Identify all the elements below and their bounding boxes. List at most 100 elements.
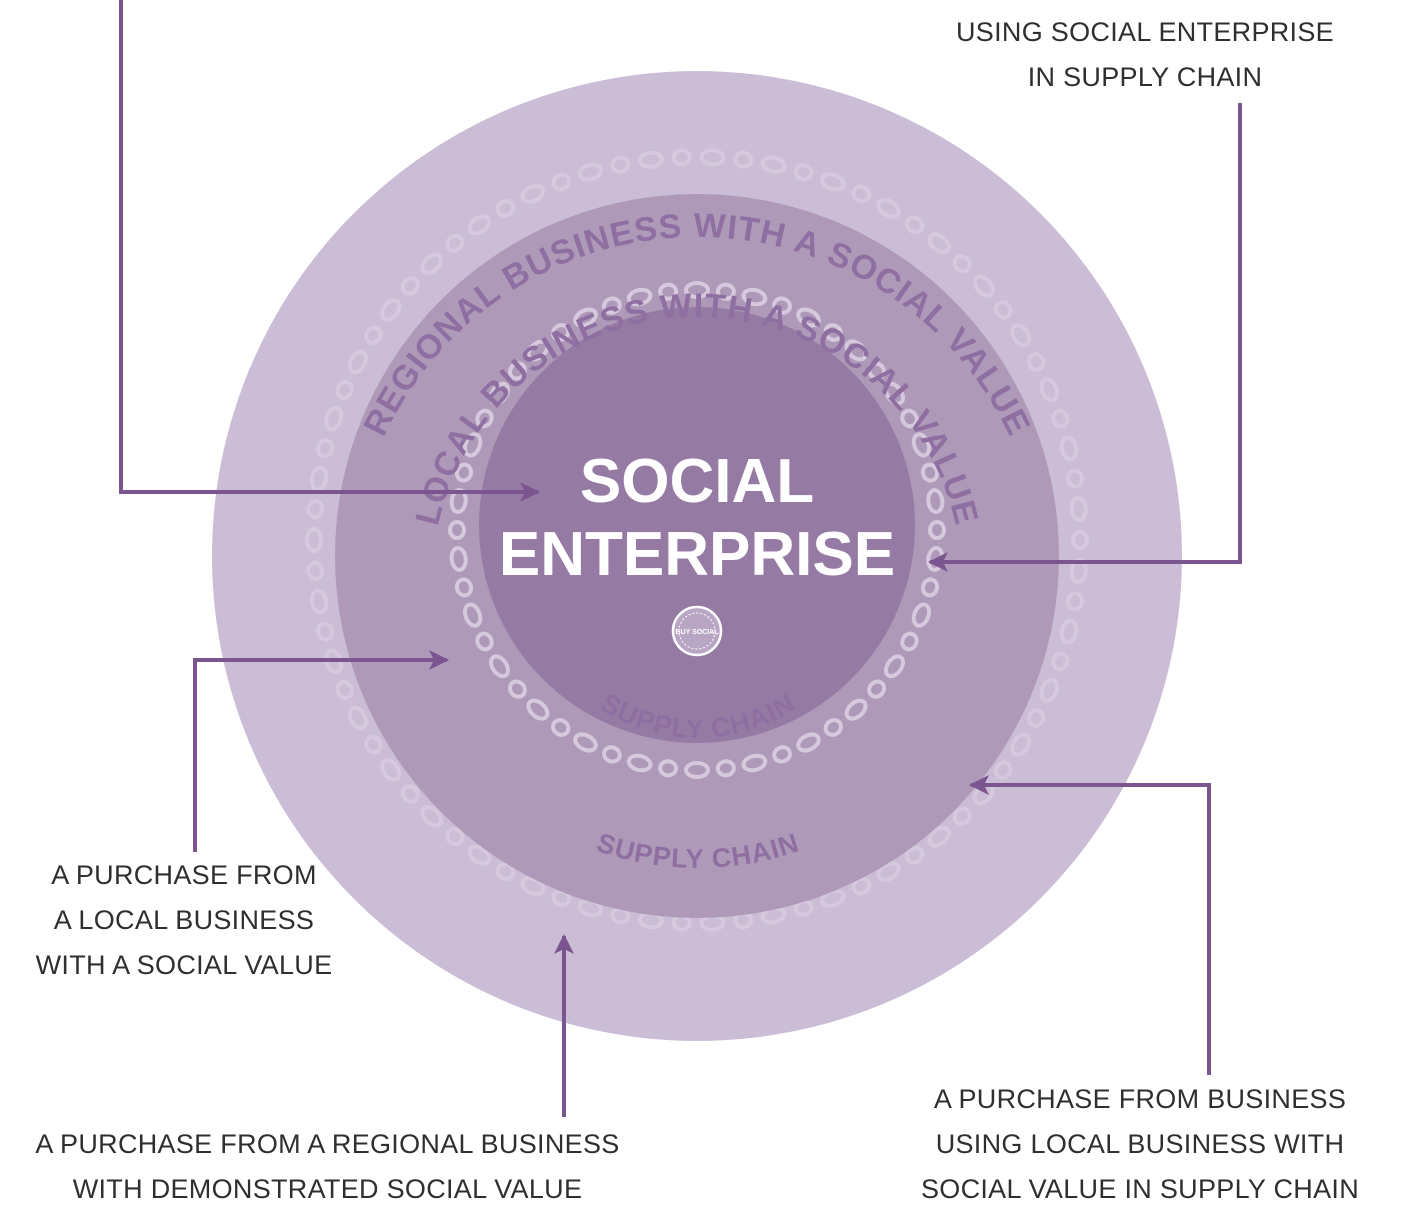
chain-link <box>760 155 787 174</box>
chain-link <box>1069 557 1088 584</box>
caption-line: WITH A SOCIAL VALUE <box>35 950 333 980</box>
chain-link <box>851 184 872 204</box>
chain-link <box>475 408 494 429</box>
chain-link <box>602 296 622 315</box>
chain-link <box>993 300 1013 320</box>
arrow-top-left <box>119 0 540 502</box>
chain-link <box>884 381 905 406</box>
center-title-line2: ENTERPRISE <box>499 520 895 589</box>
chain-link <box>972 274 995 298</box>
chain-link <box>1026 708 1046 728</box>
chain-link <box>876 198 901 219</box>
chain-link <box>1065 591 1085 612</box>
chain-link <box>637 150 664 169</box>
chain-link <box>380 298 402 322</box>
chain-link <box>741 287 768 307</box>
arrow-top-right <box>928 103 1242 572</box>
chain-link <box>1010 732 1032 757</box>
caption-top-right: USING SOCIAL ENTERPRISE IN SUPPLY CHAIN <box>940 10 1350 100</box>
chain-link <box>1051 408 1070 429</box>
caption-line: WITH DEMONSTRATED SOCIAL VALUE <box>72 1174 583 1204</box>
caption-left: A PURCHASE FROM A LOCAL BUSINESS WITH A … <box>14 853 354 988</box>
chain-link <box>928 520 946 540</box>
chain-link <box>420 252 444 275</box>
chain-link <box>684 761 710 779</box>
chain-link <box>347 705 368 731</box>
chain-link <box>306 499 325 520</box>
chain-link <box>526 339 550 362</box>
chain-link <box>602 745 622 764</box>
chain-link <box>1039 377 1060 403</box>
chain-link <box>927 232 951 255</box>
chain-link <box>309 465 329 492</box>
chain-link <box>507 361 527 381</box>
chain-link <box>867 679 887 699</box>
chain-link <box>489 654 510 679</box>
chain-link <box>573 307 598 328</box>
chain-link <box>793 163 814 182</box>
chain-link <box>400 276 420 296</box>
chain-link <box>844 698 868 721</box>
chain-link <box>796 307 821 328</box>
chain-link <box>364 325 383 346</box>
chain-link <box>993 760 1013 780</box>
chain-link <box>495 862 516 881</box>
caption-line: USING LOCAL BUSINESS WITH <box>935 1129 1345 1159</box>
chain-link <box>335 680 354 700</box>
chain-link <box>1010 323 1032 348</box>
chain-link <box>454 462 474 483</box>
chain-link <box>920 462 940 483</box>
chain-link <box>920 577 940 598</box>
chain-link <box>316 438 335 459</box>
chain-link <box>309 588 329 615</box>
chain-link <box>904 845 925 865</box>
chain-link <box>577 162 604 182</box>
chain-link <box>454 577 474 598</box>
chain-link <box>1039 677 1060 703</box>
chain-link <box>551 323 571 342</box>
chain-link <box>1026 352 1046 372</box>
chain-link <box>324 406 344 432</box>
chain-link <box>520 184 546 204</box>
chain-link <box>445 233 465 253</box>
buy-social-badge-icon: BUY SOCIAL <box>671 605 723 657</box>
chain-link <box>684 281 710 299</box>
chain-link <box>1069 496 1088 523</box>
chain-link <box>551 172 572 192</box>
chain-link <box>335 380 354 400</box>
badge-text: BUY SOCIAL <box>675 629 719 636</box>
chain-link <box>462 432 483 458</box>
caption-line: A PURCHASE FROM BUSINESS <box>933 1084 1347 1114</box>
chain-link <box>911 432 932 458</box>
inner-chain <box>448 281 946 779</box>
chain-link <box>364 734 383 755</box>
chain-link <box>658 759 679 778</box>
chain-link <box>876 861 901 882</box>
chain-link <box>1071 530 1089 550</box>
chain-link <box>380 758 402 782</box>
chain-link <box>610 155 631 174</box>
chain-link <box>420 805 444 828</box>
chain-link <box>305 527 323 553</box>
chain-link <box>658 282 679 301</box>
social-enterprise-core <box>479 307 915 743</box>
chain-link <box>952 806 972 826</box>
chain-link <box>316 621 335 642</box>
chain-link <box>400 784 420 804</box>
chain-link <box>823 323 843 342</box>
chain-link <box>489 381 510 406</box>
chain-link <box>867 361 887 381</box>
chain-link <box>927 825 951 848</box>
chain-link <box>1051 651 1070 672</box>
chain-link <box>900 408 919 429</box>
chain-link <box>467 214 492 236</box>
arrow-left-local <box>193 650 449 852</box>
center-title-line1: SOCIAL <box>580 447 814 516</box>
chain-link <box>911 602 932 628</box>
chain-link <box>475 631 494 652</box>
chain-link <box>699 148 726 167</box>
caption-line: A LOCAL BUSINESS <box>53 905 315 935</box>
chain-link <box>306 560 325 581</box>
chain-link <box>671 148 692 167</box>
